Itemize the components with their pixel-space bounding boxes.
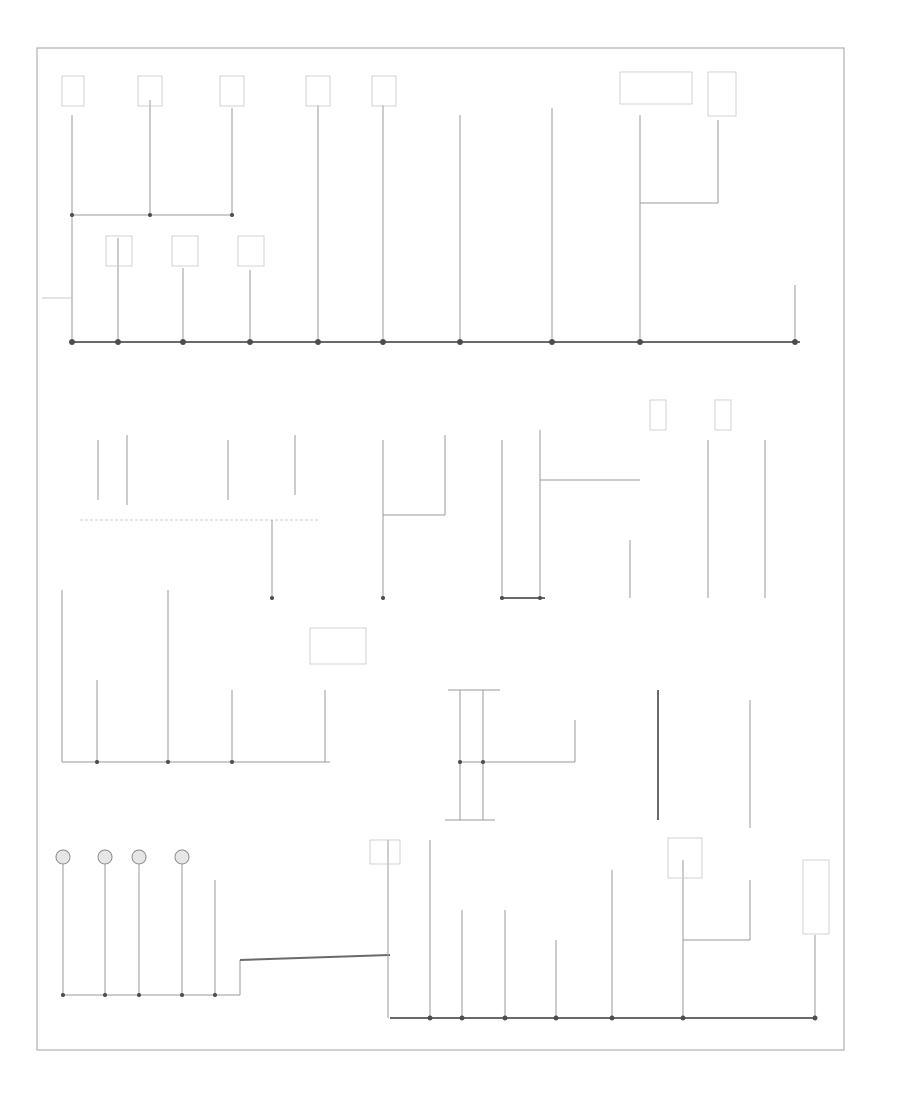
component-15 <box>802 859 830 935</box>
splice-node <box>180 339 186 345</box>
splice-node <box>457 339 463 345</box>
splice-node <box>500 596 504 600</box>
splice-node <box>427 1015 433 1021</box>
splice-node <box>180 993 184 997</box>
component-1 <box>61 75 85 107</box>
ground-section-3 <box>61 590 751 828</box>
component-14 <box>667 837 703 879</box>
splice-node <box>270 596 274 600</box>
splice-node <box>459 1015 465 1021</box>
splice-node <box>609 1015 615 1021</box>
lamp-3 <box>131 849 147 865</box>
component-3 <box>219 75 245 107</box>
splice-node <box>381 596 385 600</box>
splice-node <box>70 213 74 217</box>
lamp-2 <box>97 849 113 865</box>
ground-section-2 <box>80 399 766 600</box>
splice-node <box>247 339 253 345</box>
splice-node <box>538 596 542 600</box>
component-5 <box>371 75 397 107</box>
component-8 <box>105 235 133 267</box>
component-16 <box>369 839 401 865</box>
splice-node <box>148 213 152 217</box>
splice-node <box>166 760 170 764</box>
component-12 <box>714 399 732 431</box>
splice-node <box>103 993 107 997</box>
splice-node <box>61 993 65 997</box>
splice-node <box>230 213 234 217</box>
lamp-1 <box>55 849 71 865</box>
component-13 <box>309 627 367 665</box>
splice-node <box>69 339 75 345</box>
splice-node <box>230 760 234 764</box>
splice-node <box>792 339 798 345</box>
splice-node <box>137 993 141 997</box>
splice-node <box>812 1015 818 1021</box>
splice-node <box>315 339 321 345</box>
splice-node <box>549 339 555 345</box>
component-2 <box>137 75 163 107</box>
ground-section-1 <box>42 71 800 345</box>
splice-node <box>380 339 386 345</box>
lamp-4 <box>174 849 190 865</box>
splice-node <box>680 1015 686 1021</box>
ground-bus-4c <box>239 954 391 961</box>
splice-node <box>115 339 121 345</box>
splice-node <box>213 993 217 997</box>
splice-node <box>502 1015 508 1021</box>
splice-node <box>481 760 485 764</box>
splice-node <box>458 760 462 764</box>
component-9 <box>171 235 199 267</box>
component-11 <box>649 399 667 431</box>
diagram-frame <box>36 47 845 1051</box>
component-7 <box>707 71 737 117</box>
component-4 <box>305 75 331 107</box>
splice-node <box>637 339 643 345</box>
component-10 <box>237 235 265 267</box>
component-6 <box>619 71 693 105</box>
splice-node <box>553 1015 559 1021</box>
splice-node <box>95 760 99 764</box>
ground-section-4 <box>55 837 830 1021</box>
